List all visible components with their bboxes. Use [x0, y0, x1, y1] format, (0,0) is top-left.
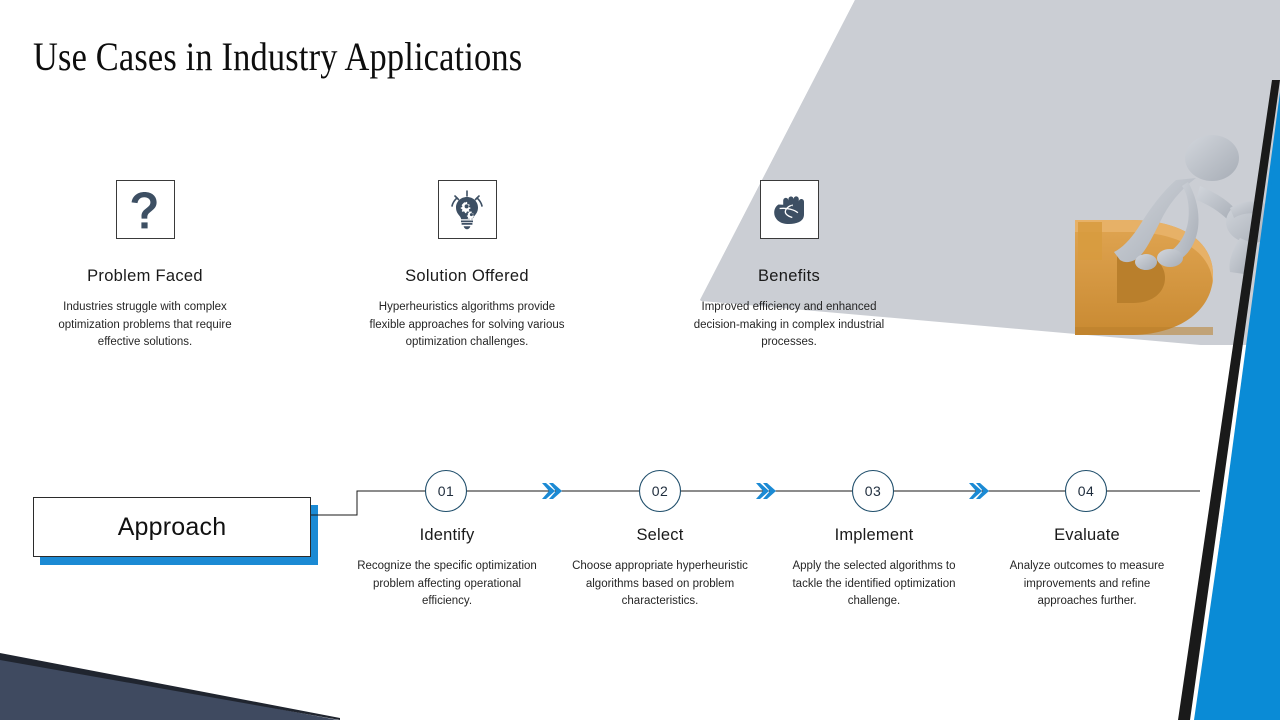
column-solution-offered: Solution Offered Hyperheuristics algorit…: [333, 180, 601, 352]
process-timeline: 01 02 03 04 Identify Recognize the speci…: [0, 440, 1280, 680]
step-title: Implement: [834, 526, 914, 544]
column-title: Benefits: [757, 267, 821, 285]
navy-corner-edge: [0, 653, 340, 720]
approach-connector: [311, 490, 425, 516]
timeline-step-identify: Identify Recognize the specific optimiza…: [340, 526, 554, 611]
step-title: Identify: [419, 526, 475, 544]
approach-box-body: Approach: [33, 497, 311, 557]
feature-columns: Problem Faced Industries struggle with c…: [0, 180, 960, 380]
timeline-step-implement: Implement Apply the selected algorithms …: [767, 526, 981, 611]
dark-diagonal-line: [1178, 80, 1280, 720]
page-title: Use Cases in Industry Applications: [33, 34, 523, 79]
step-description: Apply the selected algorithms to tackle …: [792, 560, 956, 607]
step-description: Choose appropriate hyperheuristic algori…: [572, 560, 748, 607]
column-title: Problem Faced: [87, 267, 203, 285]
timeline-graphics: [311, 469, 1200, 516]
approach-box[interactable]: Approach: [33, 497, 318, 565]
step-circle-01: [424, 469, 468, 513]
step-circle-03: [851, 469, 895, 513]
column-description: Industries struggle with complex optimiz…: [58, 301, 232, 348]
column-problem-faced: Problem Faced Industries struggle with c…: [11, 180, 279, 352]
fist-icon: [759, 180, 819, 239]
column-description: Improved efficiency and enhanced decisio…: [693, 301, 885, 348]
approach-label: Approach: [117, 512, 227, 541]
timeline-step-select: Select Choose appropriate hyperheuristic…: [553, 526, 767, 611]
step-circle-02: [638, 469, 682, 513]
step-number: 03: [864, 483, 882, 499]
step-description: Analyze outcomes to measure improvements…: [1009, 560, 1165, 607]
step-number: 01: [437, 483, 455, 499]
step-number: 02: [651, 483, 669, 499]
arrow-chevron-icon: [542, 483, 989, 499]
step-number: 04: [1077, 483, 1095, 499]
lightbulb-gears-icon: [437, 180, 497, 239]
step-title: Select: [636, 526, 684, 544]
question-mark-icon: [115, 180, 175, 239]
step-description: Recognize the specific optimization prob…: [357, 560, 537, 607]
column-benefits: Benefits Improved efficiency and enhance…: [655, 180, 923, 352]
step-title: Evaluate: [1054, 526, 1120, 544]
column-title: Solution Offered: [405, 267, 529, 285]
step-circle-04: [1064, 469, 1108, 513]
column-description: Hyperheuristics algorithms provide flexi…: [369, 301, 565, 348]
timeline-step-evaluate: Evaluate Analyze outcomes to measure imp…: [980, 526, 1194, 611]
